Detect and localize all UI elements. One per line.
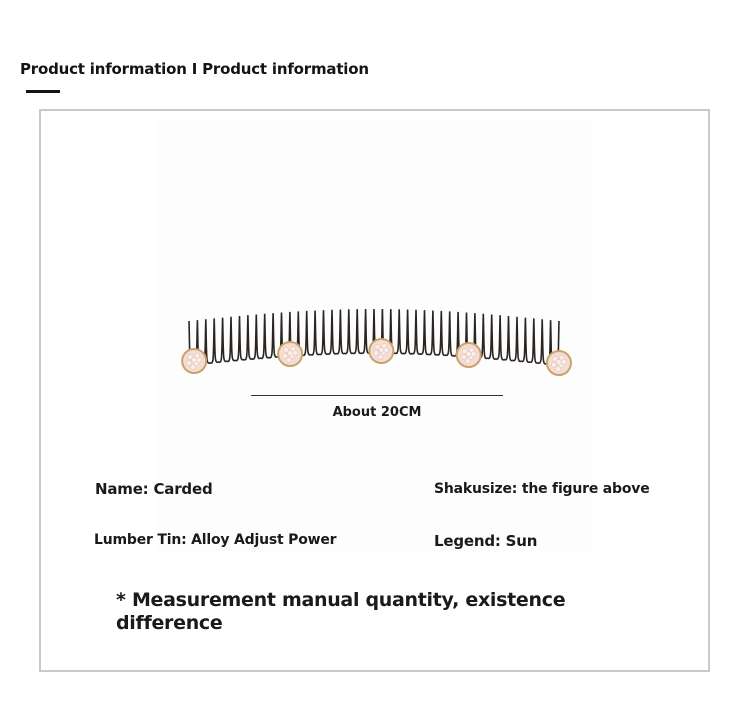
measurement-note: * Measurement manual quantity, existence… [116, 589, 566, 634]
spec-material: Lumber Tin: Alloy Adjust Power [94, 532, 337, 548]
section-heading: Product information I Product informatio… [20, 60, 369, 78]
product-info-frame: About 20CM Name: Carded Shakusize: the f… [39, 109, 710, 672]
pearl-ornament [181, 348, 208, 374]
heading-underline [26, 90, 60, 93]
pearl-ornament [368, 338, 395, 364]
pearl-ornament [455, 342, 482, 368]
pearl-ornament [277, 341, 304, 367]
pearl-ornament [545, 350, 572, 376]
spec-name: Name: Carded [95, 480, 213, 498]
hair-comb-image [181, 308, 572, 376]
spec-size: Shakusize: the figure above [434, 481, 650, 497]
spec-legend: Legend: Sun [434, 532, 538, 550]
measurement-line [251, 395, 503, 396]
measurement-label: About 20CM [332, 405, 422, 420]
